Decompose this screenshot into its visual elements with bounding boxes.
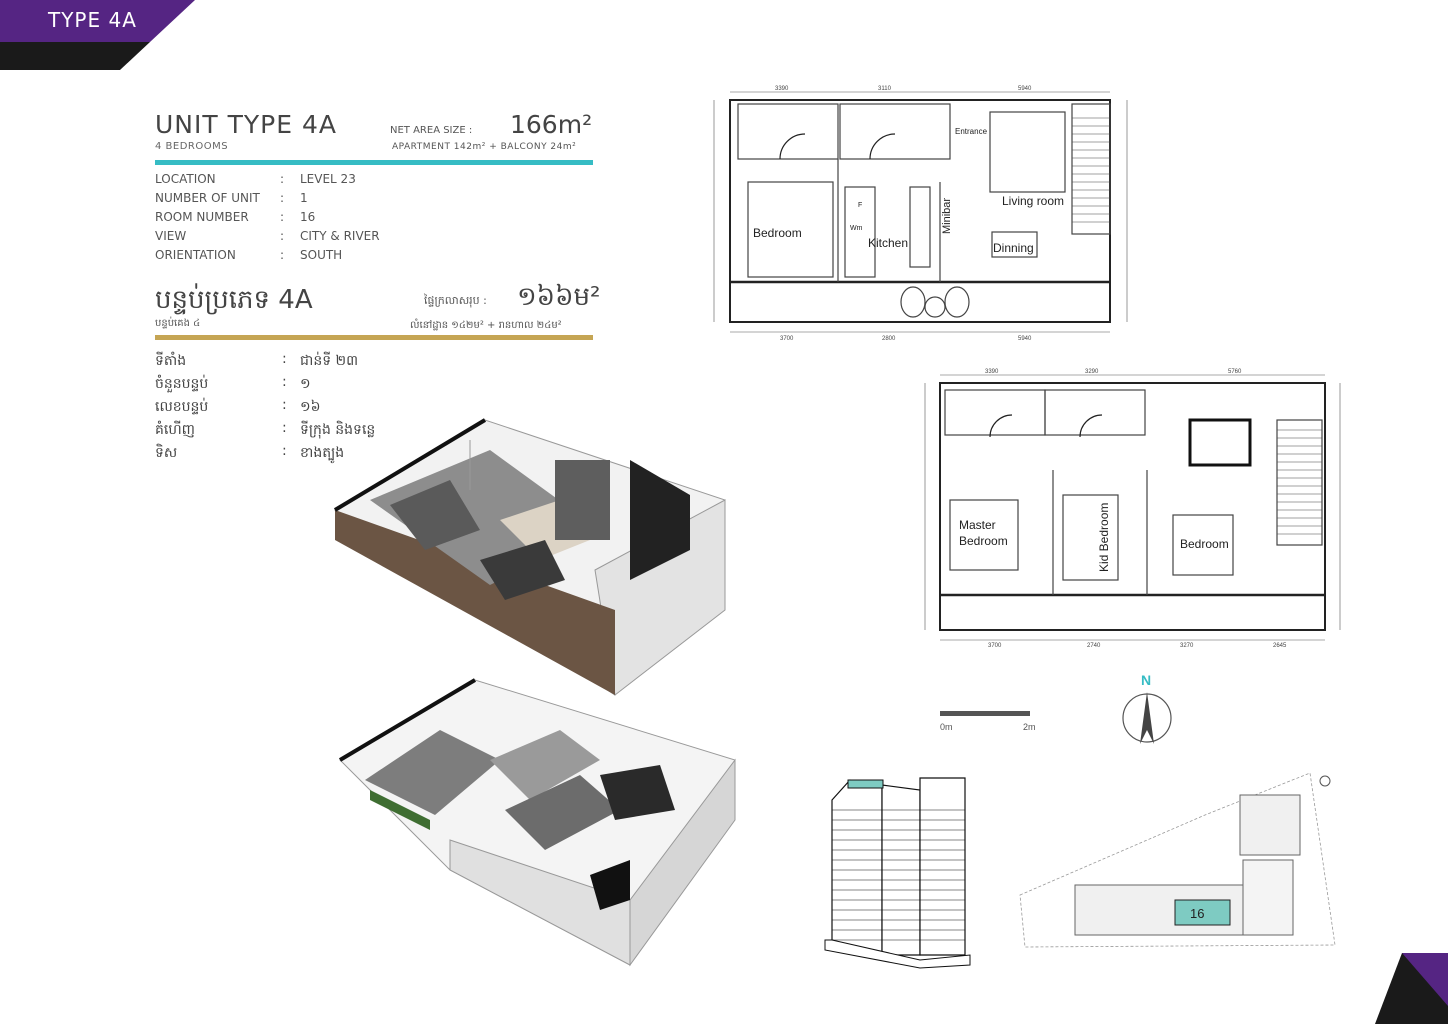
- khmer-spec-sep: :: [282, 443, 287, 459]
- gold-divider: [155, 335, 593, 340]
- dim-top-3: 5940: [1018, 86, 1032, 92]
- spec-row-orientation: ORIENTATION : SOUTH: [155, 248, 575, 266]
- room-bedroom: Bedroom: [753, 226, 802, 240]
- spec-row-view: VIEW : CITY & RIVER: [155, 229, 575, 247]
- scale-end: 2m: [1023, 722, 1036, 732]
- building-elevation: [824, 777, 971, 969]
- spec-label: VIEW: [155, 229, 187, 243]
- khmer-spec-value: ១: [300, 376, 311, 392]
- khmer-spec-row: ចំនួនបន្ទប់ : ១: [155, 374, 575, 396]
- corner-accent: [1375, 953, 1448, 1024]
- upper-dim-top-3: 5760: [1228, 369, 1242, 375]
- khmer-spec-sep: :: [282, 420, 287, 436]
- unit-title: UNIT TYPE 4A: [155, 110, 337, 139]
- khmer-spec-row: លេខបន្ទប់ : ១៦: [155, 397, 575, 419]
- north-label: N: [1141, 672, 1151, 688]
- room-dinning: Dinning: [993, 241, 1034, 255]
- room-kid-bedroom: Kid Bedroom: [1097, 503, 1111, 572]
- north-arrow-icon: N: [1122, 672, 1172, 744]
- spec-value: CITY & RIVER: [300, 229, 380, 243]
- khmer-spec-value: ទីក្រុង និងទន្លេ: [300, 422, 376, 438]
- room-kitchen: Kitchen: [868, 236, 908, 250]
- unit-bedrooms: 4 BEDROOMS: [155, 141, 229, 152]
- room-fridge: F: [858, 202, 862, 209]
- upper-dim-bottom-2: 2740: [1087, 643, 1101, 649]
- spec-value: 1: [300, 191, 308, 205]
- corner-tag-shape: [0, 0, 195, 70]
- khmer-area-detail: លំនៅដ្ឋាន ១៤២ម² + រានហាល ២៤ម²: [410, 320, 562, 331]
- khmer-area-value: ១៦៦ម²: [517, 282, 601, 312]
- floor-plan-upper: 3390 3290 5760 3700 2740 3270 2645 Maste…: [924, 369, 1341, 649]
- khmer-spec-label: ទិស: [155, 445, 178, 461]
- room-minibar: Minibar: [941, 198, 953, 234]
- room-entrance: Entrance: [955, 127, 988, 136]
- spec-value: 16: [300, 210, 316, 224]
- upper-dim-bottom-1: 3700: [988, 643, 1002, 649]
- khmer-spec-label: ទីតាំង: [155, 353, 187, 369]
- khmer-spec-sep: :: [282, 397, 287, 413]
- cyan-divider: [155, 160, 593, 165]
- room-master-line2: Bedroom: [959, 534, 1008, 548]
- khmer-area-label: ផ្ទៃក្រលាសរុប :: [424, 294, 487, 307]
- khmer-bedrooms: បន្ទប់គេង ៤: [155, 318, 201, 329]
- khmer-spec-sep: :: [282, 374, 287, 390]
- spec-label: NUMBER OF UNIT: [155, 191, 260, 205]
- spec-label: LOCATION: [155, 172, 216, 186]
- dim-bottom-1: 3700: [780, 336, 794, 342]
- render-3d-lower-floor: [333, 418, 726, 696]
- spec-value: SOUTH: [300, 248, 343, 262]
- floor-plan-lower: 3390 3110 5940 3700 2800 5940 Entrance L…: [713, 86, 1128, 342]
- dim-top-2: 3110: [878, 86, 892, 92]
- khmer-spec-row: គំហើញ : ទីក្រុង និងទន្លេ: [155, 420, 575, 442]
- spec-value: LEVEL 23: [300, 172, 356, 186]
- upper-dim-bottom-3: 3270: [1180, 643, 1194, 649]
- type-tag-label: TYPE 4A: [48, 8, 137, 32]
- khmer-spec-row: ទិស : ខាងត្បូង: [155, 443, 575, 465]
- type-tag: [0, 0, 200, 70]
- site-unit-number: 16: [1190, 906, 1204, 921]
- room-washer: Wm: [850, 225, 863, 232]
- upper-dim-top-2: 3290: [1085, 369, 1099, 375]
- scale-bar: 0m 2m: [940, 711, 1036, 732]
- net-area-value: 166m²: [510, 110, 593, 139]
- net-area-detail: APARTMENT 142m² + BALCONY 24m²: [392, 142, 577, 152]
- scale-start: 0m: [940, 722, 953, 732]
- spec-row-room-number: ROOM NUMBER : 16: [155, 210, 575, 228]
- spec-sep: :: [280, 229, 285, 243]
- dim-bottom-3: 5940: [1018, 336, 1032, 342]
- dim-top-1: 3390: [775, 86, 789, 92]
- spec-label: ORIENTATION: [155, 248, 236, 262]
- spec-sep: :: [280, 210, 285, 224]
- dim-bottom-2: 2800: [882, 336, 896, 342]
- khmer-spec-sep: :: [282, 351, 287, 367]
- room-bedroom-upper: Bedroom: [1180, 537, 1229, 551]
- spec-label: ROOM NUMBER: [155, 210, 249, 224]
- render-3d-upper-floor: [338, 678, 736, 967]
- khmer-spec-value: ខាងត្បូង: [300, 445, 345, 461]
- khmer-title: បន្ទប់ប្រភេទ 4A: [155, 285, 313, 315]
- net-area-label: NET AREA SIZE :: [390, 125, 473, 136]
- room-master-line1: Master: [959, 518, 996, 532]
- khmer-spec-value: ជាន់ទី ២៣: [300, 353, 359, 369]
- site-key-plan: 16: [1019, 772, 1336, 948]
- upper-dim-bottom-4: 2645: [1273, 643, 1287, 649]
- spec-sep: :: [280, 172, 285, 186]
- khmer-spec-row: ទីតាំង : ជាន់ទី ២៣: [155, 351, 575, 373]
- spec-row-number-of-unit: NUMBER OF UNIT : 1: [155, 191, 575, 209]
- spec-sep: :: [280, 248, 285, 262]
- khmer-spec-label: ចំនួនបន្ទប់: [155, 376, 209, 392]
- khmer-spec-label: គំហើញ: [155, 422, 195, 438]
- khmer-spec-label: លេខបន្ទប់: [155, 399, 209, 415]
- khmer-spec-value: ១៦: [300, 399, 321, 415]
- room-living: Living room: [1002, 194, 1064, 208]
- spec-sep: :: [280, 191, 285, 205]
- spec-row-location: LOCATION : LEVEL 23: [155, 172, 575, 190]
- upper-dim-top-1: 3390: [985, 369, 999, 375]
